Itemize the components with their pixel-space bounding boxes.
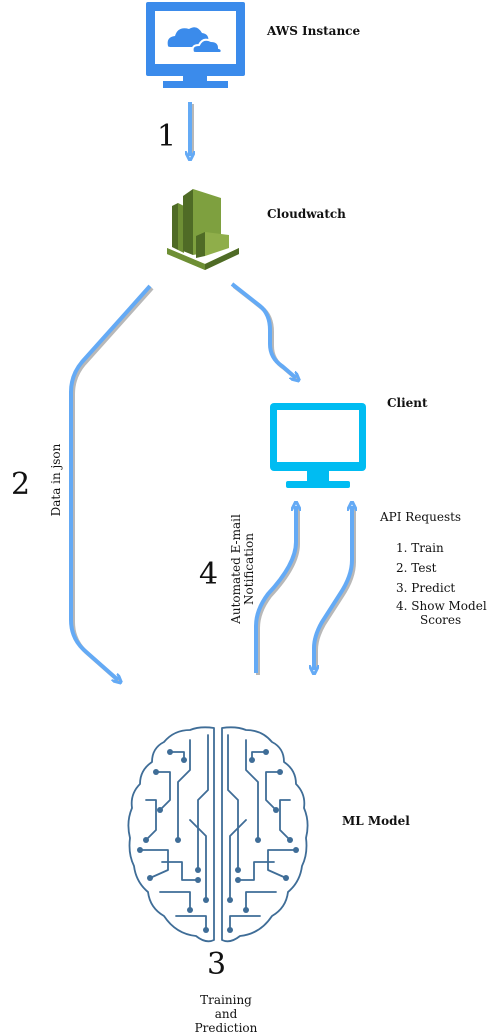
email-notification-label: Automated E-mail Notification: [229, 511, 256, 627]
ml-model-label: ML Model: [342, 814, 410, 828]
list-item: 2. Test: [396, 558, 487, 578]
training-line-3: Prediction: [194, 1021, 258, 1035]
aws-instance-label: AWS Instance: [267, 24, 361, 38]
api-item-label: 1. Train: [396, 541, 444, 555]
step-4-number: 4: [199, 557, 219, 592]
monitor-icon: [270, 403, 366, 488]
cloudwatch-label: Cloudwatch: [267, 207, 346, 221]
api-requests-list: 1. Train 2. Test 3. Predict 4. Show Mode…: [396, 538, 487, 626]
list-item: 3. Predict: [396, 578, 487, 598]
client-label: Client: [387, 396, 428, 410]
cloudwatch-icon: [167, 189, 239, 270]
step-3-number: 3: [207, 947, 227, 982]
email-notification-line-2: Notification: [242, 533, 256, 605]
arrow-aws-to-cloudwatch: [190, 102, 192, 156]
list-item: 1. Train: [396, 538, 487, 558]
arrow-cloudwatch-to-client: [230, 282, 298, 380]
data-in-json-label: Data in json: [49, 443, 63, 517]
training-line-1: Training: [200, 993, 252, 1007]
brain-circuit-icon: [127, 726, 309, 943]
api-item-label: 2. Test: [396, 561, 437, 575]
list-item: 4. Show Model Scores: [396, 598, 487, 626]
arrow-cloudwatch-to-ml-model: [69, 284, 154, 682]
api-requests-title: API Requests: [380, 510, 462, 524]
step-2-number: 2: [11, 467, 31, 502]
arrow-ml-model-to-client: [254, 506, 298, 675]
api-item-continuation: Scores: [420, 613, 462, 627]
arrow-client-to-ml-model: [314, 506, 354, 670]
step-1-number: 1: [157, 119, 177, 154]
training-prediction-label: Training and Prediction: [176, 993, 276, 1035]
api-item-label: 4. Show Model: [396, 599, 487, 613]
training-line-2: and: [214, 1007, 238, 1021]
brain-nodes: [137, 749, 299, 933]
cloud-monitor-icon: [146, 2, 245, 88]
api-item-label: 3. Predict: [396, 581, 456, 595]
